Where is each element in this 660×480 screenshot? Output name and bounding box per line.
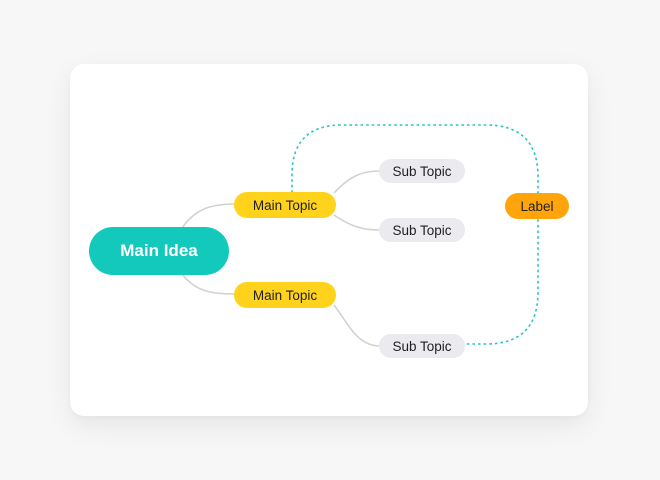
sub-topic-text: Sub Topic [392, 163, 452, 179]
connector-main-topic-2-to-sub-topic-3 [333, 304, 381, 347]
sub-topic-node-3[interactable]: Sub Topic [379, 334, 465, 358]
relationship-label-node[interactable]: Label [505, 193, 569, 219]
sub-topic-node-1[interactable]: Sub Topic [379, 159, 465, 183]
connector-main-topic-1-to-sub-topic-2 [333, 214, 381, 231]
main-topic-node-1[interactable]: Main Topic [234, 192, 336, 218]
sub-topic-node-2[interactable]: Sub Topic [379, 218, 465, 242]
main-topic-text: Main Topic [252, 287, 318, 303]
main-idea-text: Main Idea [120, 241, 198, 260]
sub-topic-text: Sub Topic [392, 222, 452, 238]
relationship-line [291, 124, 539, 345]
connector-root-to-main-topic-2 [181, 273, 237, 295]
main-topic-node-2[interactable]: Main Topic [234, 282, 336, 308]
sub-topic-text: Sub Topic [392, 338, 452, 354]
connector-main-topic-1-to-sub-topic-1 [333, 170, 381, 194]
main-topic-text: Main Topic [252, 197, 318, 213]
connector-root-to-main-topic-1 [181, 203, 237, 229]
relationship-label-text: Label [520, 198, 554, 214]
main-idea-node[interactable]: Main Idea [89, 227, 229, 275]
